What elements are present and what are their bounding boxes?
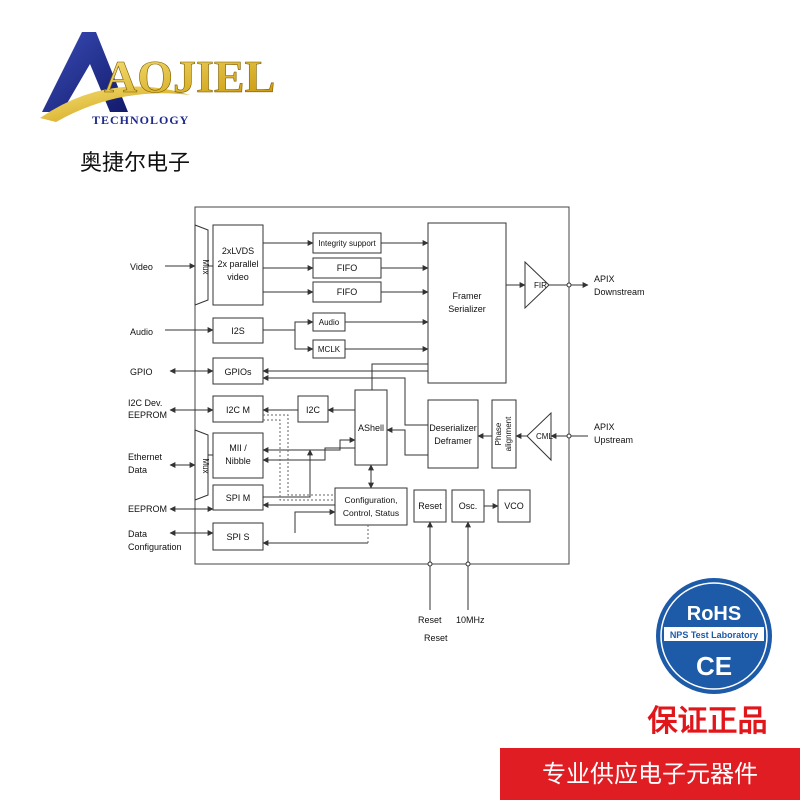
i2c-label: I2C bbox=[306, 405, 321, 415]
vco-label: VCO bbox=[504, 501, 524, 511]
spis-label: SPI S bbox=[226, 532, 249, 542]
genuine-banner: 保证正品 bbox=[615, 703, 800, 741]
fifo-1-label: FIFO bbox=[337, 263, 358, 273]
configuration-block bbox=[334, 487, 408, 526]
fifo-2-label: FIFO bbox=[337, 287, 358, 297]
ashell-label: AShell bbox=[358, 423, 384, 433]
i2cm-label: I2C M bbox=[226, 405, 250, 415]
framer-block bbox=[427, 222, 507, 384]
framer-label-2: Serializer bbox=[448, 304, 486, 314]
lvds-label-3: video bbox=[227, 272, 249, 282]
integrity-label: Integrity support bbox=[318, 239, 376, 248]
label-data-cfg-2: Configuration bbox=[128, 542, 182, 552]
logo-wordmark: AOJIEL bbox=[104, 51, 275, 102]
phase-label-1: Phase bbox=[494, 422, 503, 445]
brand-chinese-name: 奥捷尔电子 bbox=[80, 151, 191, 176]
label-reset-2: Reset bbox=[424, 633, 448, 643]
ashell-block bbox=[354, 389, 388, 466]
label-audio: Audio bbox=[130, 327, 153, 337]
ce-mark-icon: CE bbox=[696, 651, 732, 681]
lvds-label-2: 2x parallel bbox=[217, 259, 258, 269]
spim-block bbox=[212, 484, 264, 511]
deserializer-block bbox=[427, 399, 479, 469]
lvds-block bbox=[212, 224, 264, 306]
mii-label-1: MII / bbox=[229, 443, 247, 453]
osc-label: Osc. bbox=[459, 501, 478, 511]
supply-banner: 专业供应电子元器件 bbox=[500, 748, 800, 800]
mclk-label: MCLK bbox=[318, 345, 341, 354]
label-apix-up-1: APIX bbox=[594, 422, 615, 432]
rohs-label: RoHS bbox=[687, 603, 741, 625]
deserializer-label-2: Deframer bbox=[434, 436, 472, 446]
framer-label-1: Framer bbox=[453, 291, 482, 301]
configuration-label-1: Configuration, bbox=[345, 495, 398, 505]
vco-block bbox=[497, 489, 531, 523]
cml-label: CML bbox=[536, 432, 553, 441]
chip-boundary bbox=[194, 206, 570, 565]
fir-label: FIR bbox=[534, 281, 547, 290]
label-eeprom: EEPROM bbox=[128, 504, 167, 514]
mux-mid-label: Mux bbox=[201, 458, 210, 473]
label-apix-up-2: Upstream bbox=[594, 435, 633, 445]
phase-label-2: alignment bbox=[504, 416, 513, 451]
label-data: Data bbox=[128, 465, 147, 475]
spis-block bbox=[212, 522, 264, 551]
rohs-lab-label: NPS Test Laboratory bbox=[670, 630, 758, 640]
mux-top-label: Mux bbox=[201, 259, 210, 274]
label-i2c-dev: I2C Dev. bbox=[128, 398, 162, 408]
label-apix-down-2: Downstream bbox=[594, 287, 645, 297]
label-clock: 10MHz bbox=[456, 615, 485, 625]
reset-block-label: Reset bbox=[418, 501, 442, 511]
mux-top-block bbox=[194, 224, 209, 306]
label-video: Video bbox=[130, 262, 153, 272]
label-ethernet: Ethernet bbox=[128, 452, 163, 462]
label-data-cfg-1: Data bbox=[128, 529, 147, 539]
audio-block-label: Audio bbox=[319, 318, 340, 327]
gpios-block bbox=[212, 357, 264, 385]
spim-label: SPI M bbox=[226, 493, 251, 503]
logo-subtitle: TECHNOLOGY bbox=[92, 113, 189, 127]
mii-block bbox=[212, 432, 264, 479]
label-apix-down-1: APIX bbox=[594, 274, 615, 284]
mux-mid-block bbox=[194, 429, 209, 501]
logo-swoosh-icon bbox=[40, 86, 190, 122]
mii-label-2: Nibble bbox=[225, 456, 251, 466]
phase-alignment-block bbox=[491, 399, 517, 469]
configuration-label-2: Control, Status bbox=[343, 508, 399, 518]
gpios-label: GPIOs bbox=[224, 367, 252, 377]
label-reset-1: Reset bbox=[418, 615, 442, 625]
label-gpio: GPIO bbox=[130, 367, 153, 377]
osc-block bbox=[451, 489, 485, 523]
i2c-block bbox=[297, 395, 329, 423]
control-lines bbox=[263, 414, 369, 545]
lvds-label-1: 2xLVDS bbox=[222, 246, 254, 256]
label-eeprom-top: EEPROM bbox=[128, 410, 167, 420]
connections bbox=[165, 240, 589, 610]
brand-logo: AOJIEL TECHNOLOGY bbox=[40, 32, 276, 127]
diagram-content: Mux 2xLVDS 2x parallel video Integrity s… bbox=[128, 222, 645, 643]
rohs-badge: RoHS NPS Test Laboratory CE bbox=[656, 578, 772, 694]
i2cm-block bbox=[212, 395, 264, 423]
deserializer-label-1: Deserializer bbox=[429, 423, 477, 433]
i2s-label: I2S bbox=[231, 326, 245, 336]
